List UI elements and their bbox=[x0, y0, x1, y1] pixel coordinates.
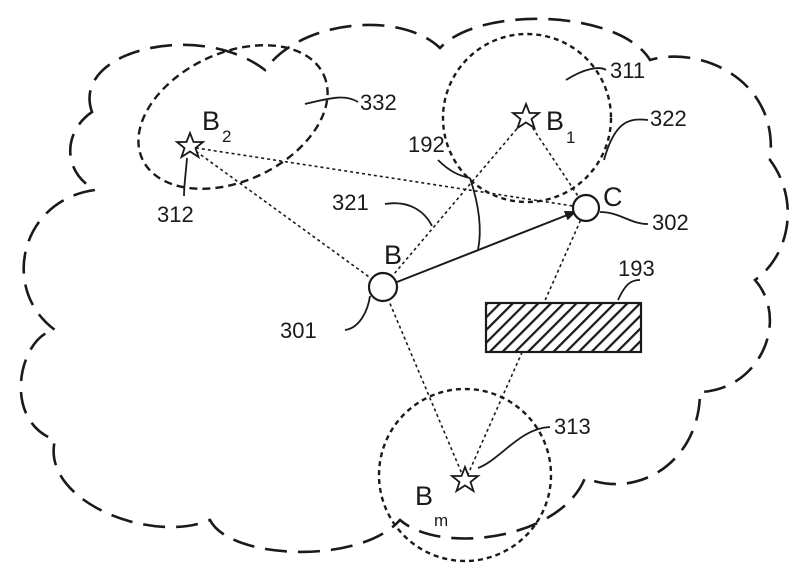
leader-192 bbox=[437, 159, 471, 179]
label-b1-sub: 1 bbox=[566, 128, 575, 147]
leader-332 bbox=[304, 96, 359, 105]
line-b1-to-c bbox=[525, 117, 587, 209]
node-b-circle bbox=[367, 271, 399, 303]
leader-312 bbox=[183, 157, 188, 197]
leader-301 bbox=[344, 295, 371, 331]
line-b-to-b2 bbox=[189, 146, 384, 288]
leader-321 bbox=[384, 202, 433, 227]
leader-193 bbox=[617, 279, 641, 301]
leader-311 bbox=[565, 67, 607, 81]
leader-322 bbox=[603, 118, 649, 161]
label-node-b: B bbox=[384, 240, 402, 270]
label-bm-base: B bbox=[415, 481, 433, 511]
line-b-to-bm bbox=[382, 286, 466, 482]
cell-b2-ellipse bbox=[137, 44, 329, 190]
cell-bm-circle bbox=[377, 387, 553, 563]
node-c-circle bbox=[571, 193, 601, 223]
angle-arc bbox=[469, 177, 481, 251]
station-b2-star-icon bbox=[174, 130, 206, 160]
label-b1-base: B bbox=[546, 106, 564, 136]
label-node-c: C bbox=[603, 182, 623, 212]
ref-312: 312 bbox=[157, 202, 194, 227]
ref-332: 332 bbox=[360, 90, 397, 115]
coverage-cloud-boundary bbox=[19, 17, 790, 554]
line-bm-to-c bbox=[464, 207, 587, 482]
leader-313 bbox=[477, 426, 551, 469]
ref-192: 192 bbox=[408, 132, 445, 157]
ref-322: 322 bbox=[650, 106, 687, 131]
line-b2-to-c bbox=[189, 146, 587, 209]
obstacle-block bbox=[484, 301, 643, 354]
label-b2-base: B bbox=[202, 106, 220, 136]
ref-302: 302 bbox=[652, 210, 689, 235]
ref-321: 321 bbox=[332, 190, 369, 215]
ref-311: 311 bbox=[610, 58, 645, 83]
station-b1-star-icon bbox=[510, 101, 542, 131]
ref-301: 301 bbox=[280, 318, 317, 343]
cell-b1-circle bbox=[441, 32, 613, 204]
ref-313: 313 bbox=[554, 414, 591, 439]
leader-302 bbox=[599, 211, 649, 225]
line-b-to-b1 bbox=[382, 117, 527, 288]
ref-193: 193 bbox=[618, 256, 655, 281]
label-bm-sub: m bbox=[434, 511, 448, 530]
movement-arrow bbox=[396, 211, 577, 283]
label-b2-sub: 2 bbox=[222, 127, 231, 146]
station-bm-star-icon bbox=[449, 464, 481, 494]
